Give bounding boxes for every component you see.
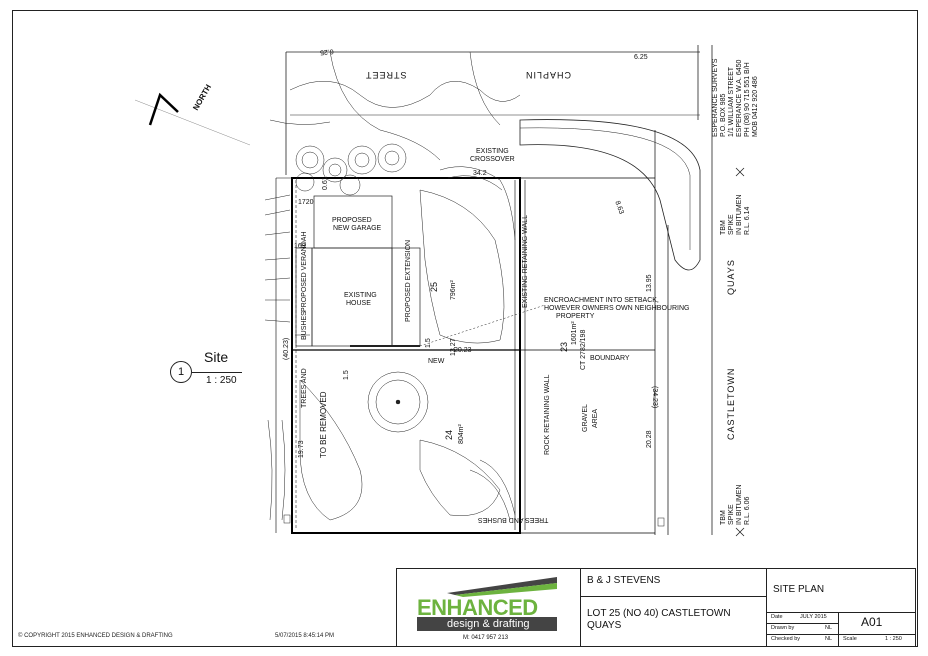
sheet-title: SITE PLAN — [773, 584, 825, 595]
label-encroachment: PROPERTY — [556, 313, 595, 320]
date-value: JULY 2015 — [800, 614, 827, 620]
sheet-number: A01 — [861, 615, 883, 629]
label-encroachment: ENCROACHMENT INTO SETBACK, — [544, 297, 659, 304]
scale-label: Scale — [843, 636, 857, 642]
drawn-label: Drawn by — [771, 625, 795, 631]
client-name: B & J STEVENS — [587, 575, 661, 586]
lot-boundary — [291, 177, 521, 534]
label-trees-bushes: TREES AND BUSHES — [478, 516, 549, 523]
view-title-underline — [192, 372, 242, 373]
label-new: NEW — [428, 358, 445, 365]
dimension: 1720 — [298, 199, 314, 206]
view-scale: 1 : 250 — [206, 375, 237, 386]
label-existing-house: EXISTING — [344, 292, 377, 299]
dimension: 34.2 — [473, 170, 487, 177]
label-boundary: BOUNDARY — [590, 355, 630, 362]
timestamp: 5/07/2015 8:45:14 PM — [275, 633, 335, 639]
scale-value: 1 : 250 — [885, 636, 902, 642]
dimension: 169 — [294, 243, 306, 250]
dimension: 20.23 — [454, 347, 472, 354]
checked-value: NL — [825, 636, 833, 642]
logo-phone: M: 0417 957 213 — [463, 635, 509, 641]
project-name: QUAYS — [587, 620, 622, 631]
label-proposed-garage: PROPOSED — [332, 217, 372, 224]
date-label: Date — [771, 614, 783, 620]
label-existing-house: HOUSE — [346, 300, 371, 307]
street-name-chaplin: CHAPLIN — [525, 70, 572, 80]
checked-label: Checked by — [771, 636, 801, 642]
title-block: ENHANCED design & drafting M: 0417 957 2… — [396, 568, 916, 647]
logo-text: ENHANCED — [417, 595, 538, 620]
label-existing-crossover: EXISTING — [476, 148, 509, 155]
logo-subtext: design & drafting — [447, 618, 530, 630]
label-existing-crossover: CROSSOVER — [470, 156, 515, 163]
dimension: 6.25 — [634, 54, 648, 61]
copyright: © COPYRIGHT 2015 ENHANCED DESIGN & DRAFT… — [18, 633, 173, 639]
label-encroachment: HOWEVER OWNERS OWN NEIGHBOURING — [544, 305, 690, 312]
dimension: 6.25 — [319, 47, 334, 56]
project-name: LOT 25 (NO 40) CASTLETOWN — [587, 608, 731, 619]
tree — [367, 371, 429, 433]
north-arrow-icon — [134, 92, 251, 146]
street-name-street: STREET — [365, 70, 407, 80]
view-title: Site — [204, 349, 229, 365]
drawn-value: NL — [825, 625, 833, 631]
logo-roof-icon — [447, 577, 557, 595]
logo-panel: ENHANCED design & drafting M: 0417 957 2… — [397, 569, 581, 646]
view-number: 1 — [170, 361, 192, 383]
proposed-verandah — [295, 247, 313, 347]
label-proposed-garage: NEW GARAGE — [333, 225, 382, 232]
